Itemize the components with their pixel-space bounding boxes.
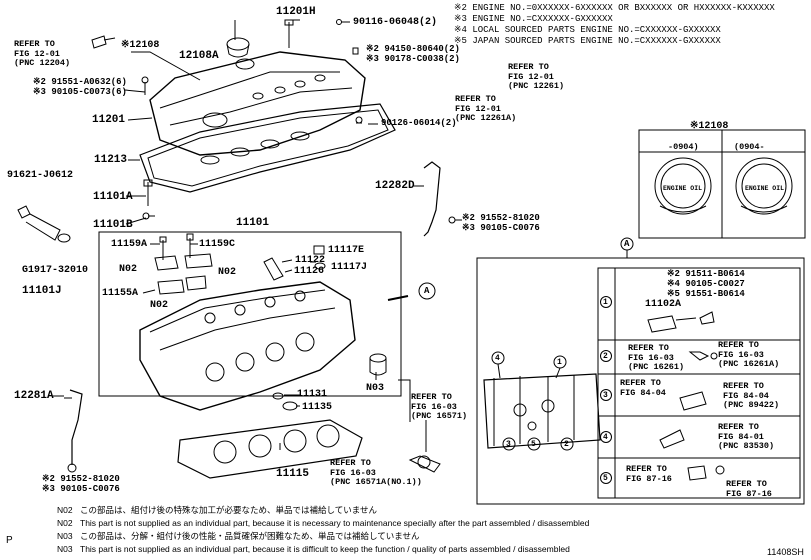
part-label-11115[interactable]: 11115: [276, 468, 310, 480]
head-cover-gasket-drawing: [139, 103, 396, 193]
head-gasket-drawing: [177, 419, 363, 479]
row-number: 4: [603, 433, 608, 442]
part-label-90178[interactable]: ※3 90178-C0038(2): [366, 54, 460, 64]
callout-a-marker[interactable]: A: [424, 286, 430, 296]
refer-to-fig-12-01[interactable]: REFER TO FIG 12-01 (PNC 12204): [14, 39, 71, 68]
part-label-90105-c0076[interactable]: ※3 90105-C0076: [462, 223, 540, 233]
part-label-90105-c0076[interactable]: ※3 90105-C0076: [42, 484, 120, 494]
legend-code: N02: [57, 518, 73, 528]
part-label-94150[interactable]: ※2 94150-80640(2): [366, 44, 460, 54]
part-label-11159a[interactable]: 11159A: [111, 239, 148, 250]
refer-to-fig-84-04[interactable]: REFER TO FIG 84-04 (PNC 89422): [723, 381, 780, 410]
engine-note: ※3 ENGINE NO.=CXXXXXX-GXXXXXX: [454, 14, 613, 24]
part-label-11117e[interactable]: 11117E: [328, 245, 365, 256]
oil-cap-range-label: -0904): [668, 142, 699, 152]
refer-to-fig-16-03[interactable]: REFER TO FIG 16-03 (PNC 16261A): [718, 340, 780, 369]
refer-to-fig-84-01[interactable]: REFER TO FIG 84-01 (PNC 83530): [718, 422, 775, 451]
legend-code: N02: [57, 505, 73, 515]
cylinder-head-box: [98, 231, 402, 397]
part-label-11159c[interactable]: 11159C: [199, 239, 236, 250]
engine-oil-cap-text: ENGINE OIL: [663, 185, 703, 192]
row-number: 1: [603, 298, 608, 307]
part-label-90126[interactable]: 90126-06014(2): [381, 118, 457, 128]
engine-marker: 5: [531, 440, 536, 449]
legend-code: N03: [57, 544, 73, 554]
cylinder-head-drawing: [139, 281, 356, 411]
detail-a-marker: A: [624, 239, 630, 249]
page-marker: P: [6, 535, 13, 546]
part-label-n02: N02: [119, 264, 138, 275]
refer-to-fig-87-16[interactable]: REFER TO FIG 87-16: [726, 479, 772, 499]
oil-control-valve-drawing: [17, 205, 71, 243]
part-label-90105-c0027[interactable]: ※4 90105-C0027: [667, 279, 745, 289]
refer-to-fig-84-04[interactable]: REFER TO FIG 84-04: [620, 378, 666, 398]
part-label-90105[interactable]: ※3 90105-C0073(6): [33, 87, 127, 97]
detail-a-panel: [476, 257, 805, 505]
part-label-12282d[interactable]: 12282D: [375, 180, 415, 192]
part-label-11117j[interactable]: 11117J: [331, 262, 368, 273]
engine-marker: 2: [564, 440, 569, 449]
part-label-91552[interactable]: ※2 91552-81020: [462, 213, 540, 223]
part-label-91552-81020[interactable]: ※2 91552-81020: [42, 474, 120, 484]
oil-filler-cap-drawing: [226, 37, 250, 58]
part-label-n03: N03: [366, 383, 385, 394]
part-label-12108[interactable]: ※12108: [121, 40, 160, 51]
row-number: 3: [603, 391, 608, 400]
part-label-11201h[interactable]: 11201H: [276, 6, 316, 18]
figure-id: 11408SH: [767, 547, 804, 557]
engine-marker: 3: [506, 440, 511, 449]
bracket-12282d-drawing: [423, 161, 441, 237]
refer-to-fig-12-01[interactable]: REFER TO FIG 12-01 (PNC 12261A): [455, 94, 517, 123]
legend-text: この部品は、組付け後の特殊な加工が必要なため、単品では補給していません: [80, 505, 377, 515]
head-cover-drawing: [149, 51, 366, 156]
legend-code: N03: [57, 531, 73, 541]
part-label-11155a[interactable]: 11155A: [102, 288, 139, 299]
part-label-n02: N02: [150, 300, 169, 311]
part-label-11122[interactable]: 11122: [295, 255, 326, 266]
part-label-11135[interactable]: 11135: [302, 402, 333, 413]
refer-to-fig-16-03[interactable]: REFER TO FIG 16-03 (PNC 16261): [628, 343, 685, 372]
engine-note: ※2 ENGINE NO.=0XXXXXX-6XXXXXX OR BXXXXXX…: [454, 3, 775, 13]
part-label-91551[interactable]: ※2 91551-A0632(6): [33, 77, 127, 87]
part-label-11126[interactable]: 11126: [294, 266, 325, 277]
part-label-11101[interactable]: 11101: [236, 217, 270, 229]
part-label-g1917[interactable]: G1917-32010: [22, 265, 89, 276]
part-label-91621[interactable]: 91621-J0612: [7, 170, 74, 181]
part-label-11213[interactable]: 11213: [94, 154, 128, 166]
refer-to-fig-87-16[interactable]: REFER TO FIG 87-16: [626, 464, 672, 484]
legend-text: This part is not supplied as an individu…: [80, 544, 570, 554]
part-label-11102a[interactable]: 11102A: [645, 299, 682, 310]
refer-to-fig-12-01[interactable]: REFER TO FIG 12-01 (PNC 12261): [508, 62, 565, 91]
part-label-12108-detail[interactable]: ※12108: [690, 121, 729, 132]
engine-block-mini-drawing: [483, 373, 601, 449]
oil-cap-range-label: (0904-: [734, 142, 765, 152]
engine-note: ※5 JAPAN SOURCED PARTS ENGINE NO.=CXXXXX…: [454, 36, 721, 46]
part-label-12108a[interactable]: 12108A: [179, 50, 219, 62]
part-label-11101b[interactable]: 11101B: [93, 219, 133, 231]
part-label-12281a[interactable]: 12281A: [14, 390, 54, 402]
refer-to-fig-16-03[interactable]: REFER TO FIG 16-03 (PNC 16571): [411, 392, 468, 421]
engine-marker: 4: [495, 354, 500, 363]
legend-text: この部品は、分解・組付け後の性能・品質確保が困難なため、単品では補給していません: [80, 531, 420, 541]
engine-oil-cap-text: ENGINE OIL: [745, 185, 785, 192]
part-label-11101j[interactable]: 11101J: [22, 285, 62, 297]
engine-marker: 1: [557, 358, 562, 367]
part-label-11201[interactable]: 11201: [92, 114, 126, 126]
legend-text: This part is not supplied as an individu…: [80, 518, 590, 528]
engine-note: ※4 LOCAL SOURCED PARTS ENGINE NO.=CXXXXX…: [454, 25, 721, 35]
part-label-11131[interactable]: 11131: [297, 389, 328, 400]
part-label-90116[interactable]: 90116-06048(2): [353, 17, 438, 28]
part-label-11101a[interactable]: 11101A: [93, 191, 133, 203]
part-label-91511-b0614[interactable]: ※2 91511-B0614: [667, 269, 745, 279]
part-label-n02: N02: [218, 267, 237, 278]
row-number: 5: [603, 474, 608, 483]
part-label-91551-b0614[interactable]: ※5 91551-B0614: [667, 289, 745, 299]
bracket-12281a-drawing: [69, 389, 83, 465]
row-number: 2: [603, 352, 608, 361]
refer-to-fig-16-03[interactable]: REFER TO FIG 16-03 (PNC 16571A(NO.1)): [330, 458, 422, 487]
